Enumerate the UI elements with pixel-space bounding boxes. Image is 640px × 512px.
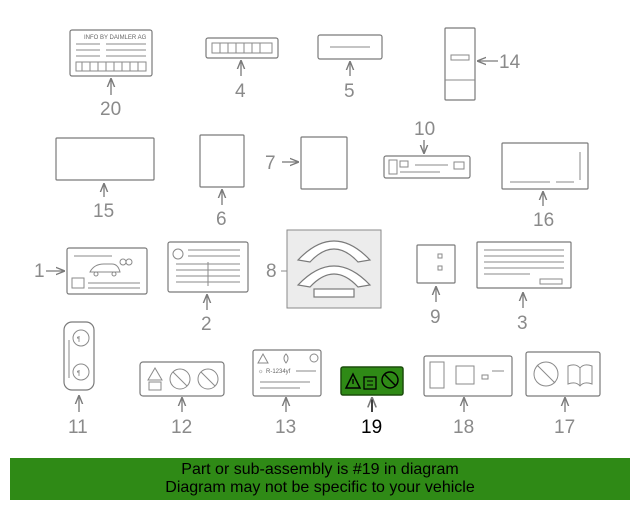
svg-text:¶: ¶: [77, 337, 80, 343]
callout-11[interactable]: 11: [68, 417, 88, 438]
label-1[interactable]: [66, 247, 148, 295]
svg-text:¶: ¶: [77, 371, 80, 377]
label-6[interactable]: [199, 134, 245, 188]
label-5[interactable]: [317, 34, 383, 60]
callout-18[interactable]: 18: [453, 417, 474, 438]
callout-19[interactable]: 19: [361, 417, 382, 438]
callout-7[interactable]: 7: [265, 153, 276, 174]
callout-9[interactable]: 9: [430, 307, 441, 328]
label-19-highlighted[interactable]: [340, 366, 404, 396]
banner-line-2: Diagram may not be specific to your vehi…: [165, 479, 475, 496]
callout-13[interactable]: 13: [275, 417, 296, 438]
label-10[interactable]: [383, 155, 471, 179]
svg-text:INFO BY DAIMLER AG: INFO BY DAIMLER AG: [84, 35, 147, 41]
label-3[interactable]: [476, 241, 572, 289]
svg-text:R-1234yf: R-1234yf: [266, 369, 291, 375]
label-7[interactable]: [300, 136, 348, 190]
callout-5[interactable]: 5: [344, 81, 355, 102]
label-11[interactable]: ¶ ¶: [63, 321, 95, 391]
callout-10[interactable]: 10: [414, 119, 435, 140]
label-2[interactable]: [167, 241, 249, 293]
parts-diagram: INFO BY DAIMLER AG 20 4 5 14 10: [34, 27, 601, 438]
label-8[interactable]: [286, 229, 382, 309]
callout-17[interactable]: 17: [554, 417, 575, 438]
label-20[interactable]: INFO BY DAIMLER AG: [69, 29, 153, 77]
diagram-notice-banner: Part or sub-assembly is #19 in diagram D…: [10, 458, 630, 500]
label-12[interactable]: [139, 361, 225, 397]
label-14[interactable]: [444, 27, 476, 101]
label-18[interactable]: [423, 355, 513, 397]
callout-15[interactable]: 15: [93, 201, 114, 222]
callout-1[interactable]: 1: [34, 261, 45, 282]
callout-14[interactable]: 14: [499, 52, 521, 73]
callout-3[interactable]: 3: [517, 313, 528, 334]
label-9[interactable]: [416, 244, 456, 284]
callout-6[interactable]: 6: [216, 209, 227, 230]
label-4[interactable]: [205, 37, 279, 59]
callout-12[interactable]: 12: [171, 417, 192, 438]
banner-line-1: Part or sub-assembly is #19 in diagram: [181, 461, 459, 478]
callout-4[interactable]: 4: [235, 81, 246, 102]
svg-text:☼: ☼: [258, 369, 264, 375]
label-17[interactable]: [525, 351, 601, 397]
callout-16[interactable]: 16: [533, 210, 554, 231]
callout-20[interactable]: 20: [100, 99, 121, 120]
label-16[interactable]: [501, 142, 589, 190]
label-13[interactable]: ☼ R-1234yf: [252, 349, 322, 397]
callout-8[interactable]: 8: [266, 261, 277, 282]
callout-2[interactable]: 2: [201, 314, 212, 335]
label-15[interactable]: [55, 137, 155, 181]
